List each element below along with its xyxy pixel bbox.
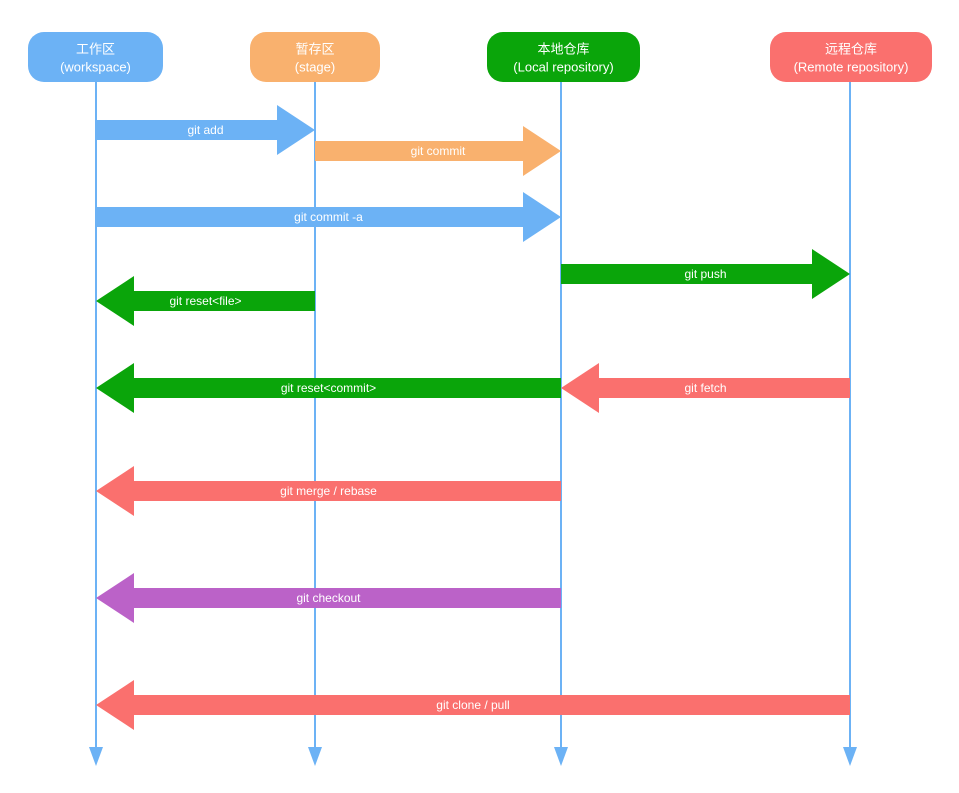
participant-title-cn: 暂存区 (295, 41, 334, 56)
arrow-label: git commit (411, 144, 466, 158)
arrow-label: git commit -a (294, 210, 363, 224)
participant-box-background (770, 32, 932, 82)
arrow-shape-icon (96, 573, 561, 623)
message-arrow-git-merge-rebase: git merge / rebase (96, 466, 561, 516)
participant-title-cn: 工作区 (76, 41, 115, 56)
message-arrow-git-checkout: git checkout (96, 573, 561, 623)
message-arrow-git-add: git add (96, 105, 315, 155)
participant-title-en: (Local repository) (513, 59, 613, 74)
participant-box-background (487, 32, 640, 82)
arrow-shape-icon (96, 363, 561, 413)
arrow-label: git fetch (684, 381, 726, 395)
arrow-label: git clone / pull (436, 698, 509, 712)
lifeline-arrowhead-icon (843, 747, 857, 766)
arrow-label: git reset<commit> (281, 381, 376, 395)
lifelines-layer (89, 82, 857, 766)
participant-title-cn: 本地仓库 (537, 41, 589, 56)
arrow-shape-icon (96, 466, 561, 516)
message-arrow-git-reset-file: git reset<file> (96, 276, 315, 326)
participant-box-local-repository[interactable]: 本地仓库 (Local repository) (487, 32, 640, 82)
participant-box-remote-repository[interactable]: 远程仓库 (Remote repository) (770, 32, 932, 82)
participant-title-en: (Remote repository) (794, 59, 909, 74)
lifeline-stage (308, 82, 322, 766)
message-arrow-git-clone-pull: git clone / pull (96, 680, 850, 730)
lifeline-remote-repository (843, 82, 857, 766)
lifeline-arrowhead-icon (554, 747, 568, 766)
lifeline-workspace (89, 82, 103, 766)
arrow-label: git push (684, 267, 726, 281)
message-arrow-git-fetch: git fetch (561, 363, 850, 413)
message-arrow-git-reset-commit: git reset<commit> (96, 363, 561, 413)
arrow-shape-icon (96, 680, 850, 730)
messages-layer: git add git commit git commit -a git push gi… (96, 105, 850, 730)
arrow-shape-icon (561, 249, 850, 299)
participant-title-cn: 远程仓库 (825, 41, 877, 56)
arrow-shape-icon (96, 105, 315, 155)
lifeline-arrowhead-icon (89, 747, 103, 766)
arrow-label: git checkout (296, 591, 361, 605)
participant-box-stage[interactable]: 暂存区 (stage) (250, 32, 380, 82)
participant-title-en: (workspace) (60, 59, 131, 74)
arrow-shape-icon (96, 192, 561, 242)
arrow-shape-icon (96, 276, 315, 326)
nodes-layer: 工作区 (workspace) 暂存区 (stage) 本地仓库 (Local repos… (28, 32, 932, 82)
arrow-label: git reset<file> (169, 294, 241, 308)
participant-box-workspace[interactable]: 工作区 (workspace) (28, 32, 163, 82)
arrow-shape-icon (315, 126, 561, 176)
arrow-label: git merge / rebase (280, 484, 377, 498)
lifeline-local-repository (554, 82, 568, 766)
lifeline-arrowhead-icon (308, 747, 322, 766)
message-arrow-git-push: git push (561, 249, 850, 299)
participant-title-en: (stage) (295, 59, 335, 74)
message-arrow-git-commit: git commit (315, 126, 561, 176)
arrow-label: git add (187, 123, 223, 137)
message-arrow-git-commit-a: git commit -a (96, 192, 561, 242)
participant-box-background (250, 32, 380, 82)
arrow-shape-icon (561, 363, 850, 413)
participant-box-background (28, 32, 163, 82)
